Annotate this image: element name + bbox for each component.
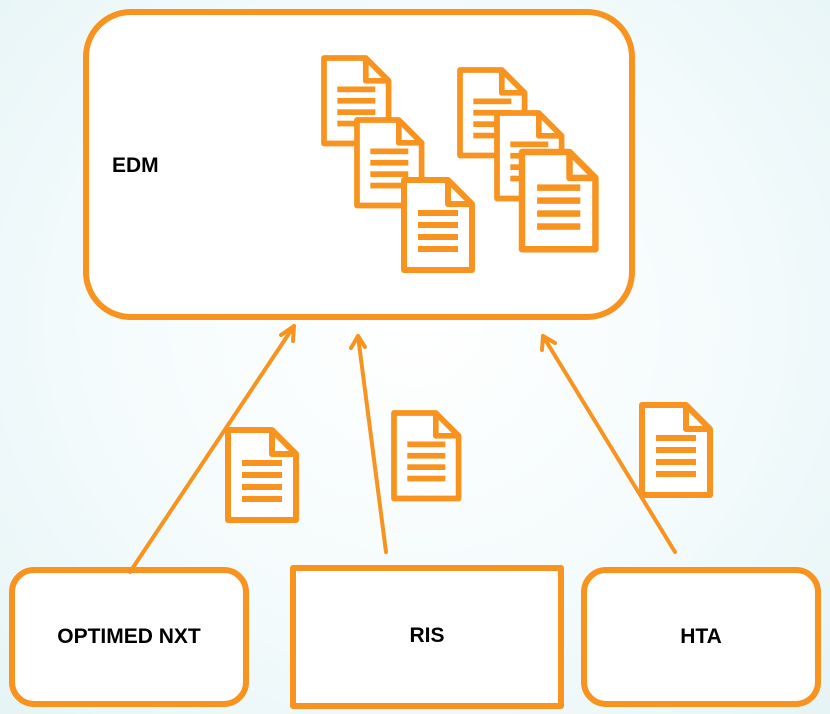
document-icon	[642, 405, 710, 495]
optimed-nxt-label: OPTIMED NXT	[57, 625, 201, 648]
arrow-hta-to-edm	[540, 334, 677, 554]
hta-box	[581, 567, 821, 707]
ris-box	[290, 565, 564, 709]
arrow-optimed-to-edm	[128, 324, 296, 574]
arrow-ris-to-edm	[349, 334, 388, 554]
document-icon	[404, 180, 472, 270]
hta-label: HTA	[680, 625, 722, 648]
ris-label: RIS	[409, 624, 445, 647]
document-icon	[394, 413, 459, 499]
document-icon	[228, 430, 296, 520]
document-icon	[522, 152, 595, 249]
edm-label: EDM	[112, 154, 159, 177]
